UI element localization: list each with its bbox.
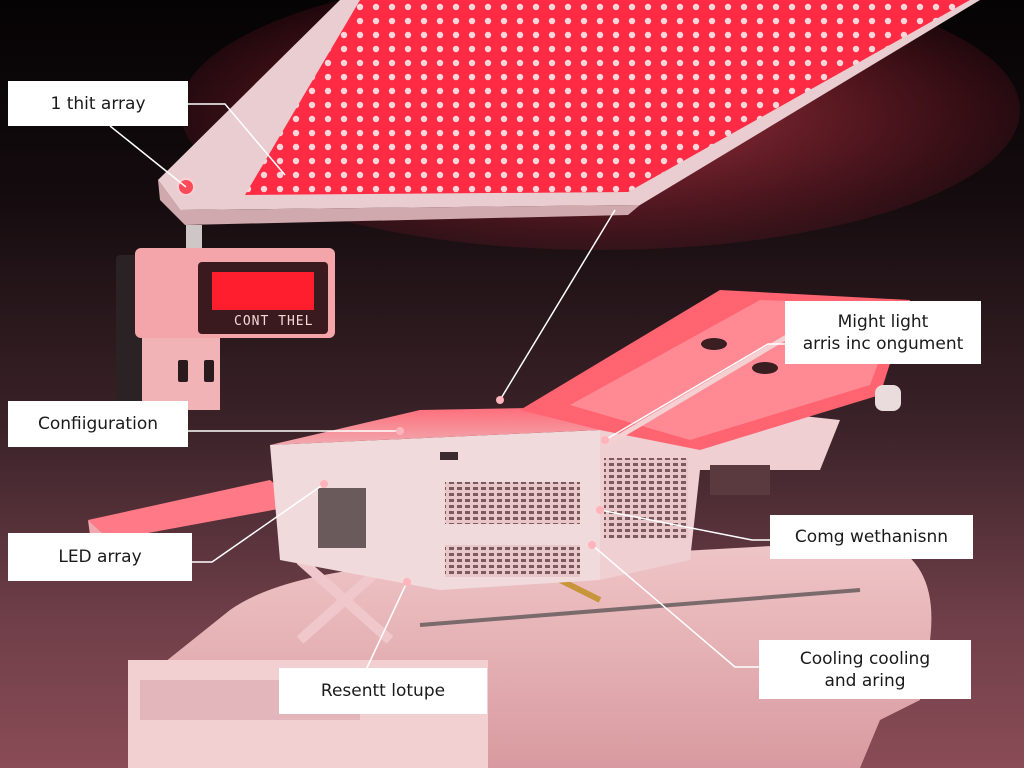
side-vent-grille — [604, 458, 688, 538]
label-cooling: Cooling cooling and aring — [759, 640, 971, 699]
leader-lines — [109, 103, 785, 673]
control-display-caption: CONT THEL — [234, 314, 314, 329]
label-might-light: Might light arris inc ongument — [785, 301, 981, 364]
overhead-led-grid — [245, 0, 970, 195]
callout-dots — [320, 396, 609, 586]
connector-panel — [318, 488, 366, 548]
side-tray — [88, 480, 300, 540]
label-comg: Comg wethanisnn — [770, 515, 973, 559]
label-led-array: LED array — [8, 533, 192, 581]
vent-grille — [445, 482, 580, 524]
label-top-array: 1 thit array — [8, 81, 188, 126]
label-configuration: Confiiguration — [8, 401, 188, 447]
switch-icon — [204, 360, 214, 382]
switch-icon — [178, 360, 188, 382]
label-resentt: Resentt lotupe — [279, 668, 487, 714]
control-display — [212, 272, 314, 310]
